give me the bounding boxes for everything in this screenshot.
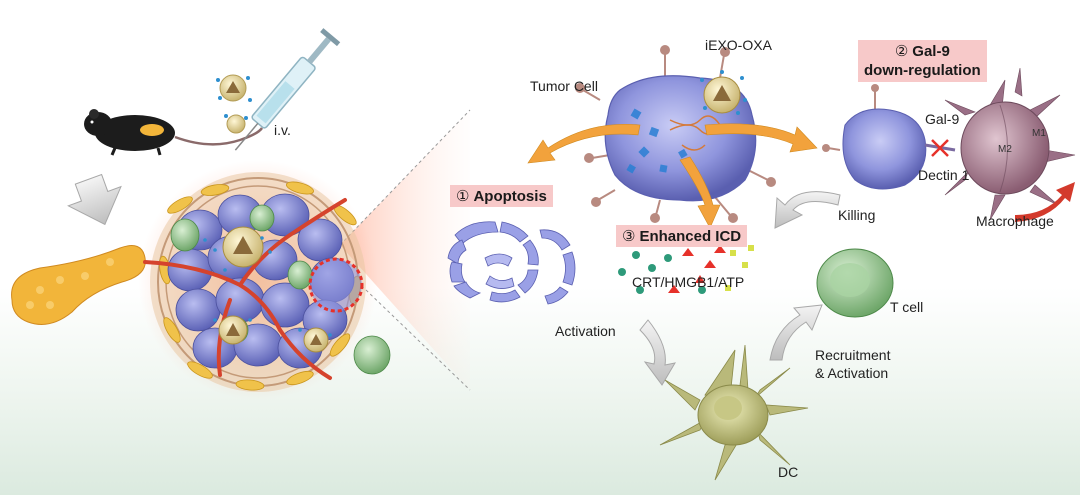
step3-text: Enhanced ICD <box>639 228 742 245</box>
arrow-recruitment <box>769 304 823 361</box>
label-iv: i.v. <box>274 122 291 138</box>
step3-number: ③ <box>622 228 636 245</box>
tumor-nanoparticles <box>218 226 329 353</box>
syringe <box>234 28 341 151</box>
label-dc: DC <box>778 464 799 480</box>
zoom-beam <box>340 110 470 390</box>
damp-molecules <box>618 245 754 294</box>
arrow-killing <box>774 191 841 229</box>
label-m1: M1 <box>1032 128 1046 139</box>
focus-circle <box>308 257 364 313</box>
arrow-activation <box>639 319 677 386</box>
label-macrophage: Macrophage <box>976 213 1054 229</box>
step2-line1: Gal-9 <box>912 43 950 60</box>
gal9-dectin-interaction <box>924 139 956 157</box>
macrophage <box>944 67 1076 222</box>
dc-cell <box>659 344 809 481</box>
iexo-oxa-particle <box>700 70 747 115</box>
label-crt: CRT/HMGB1/ATP <box>632 274 745 290</box>
label-recruitment-line2: & Activation <box>815 365 889 381</box>
label-killing: Killing <box>838 207 876 223</box>
label-recruitment-line1: Recruitment <box>815 347 891 363</box>
step1-text: Apoptosis <box>473 188 547 205</box>
label-m2: M2 <box>998 144 1012 155</box>
arrow-to-apoptosis <box>527 124 641 164</box>
arrow-mouse-to-pancreas <box>67 173 122 226</box>
step2-number: ② <box>894 43 909 60</box>
injected-nanoparticles <box>216 74 252 134</box>
label-dectin1: Dectin 1 <box>918 167 970 183</box>
label-iexo-oxa: iEXO-OXA <box>705 37 772 53</box>
block-x-2 <box>931 139 949 157</box>
pancreas <box>11 245 146 325</box>
label-gal9: Gal-9 <box>925 111 960 127</box>
label-tumor-cell: Tumor Cell <box>530 78 598 94</box>
macrophage-arrow <box>1015 182 1075 222</box>
arrow-to-gal9 <box>704 123 818 153</box>
label-activation: Activation <box>555 323 616 339</box>
label-recruitment: Recruitment & Activation <box>815 346 890 382</box>
t-cell <box>816 248 894 318</box>
tumor-mass <box>138 160 391 400</box>
step1-number: ① <box>456 188 470 205</box>
arrow-to-icd <box>679 156 721 229</box>
label-t-cell: T cell <box>890 299 924 315</box>
target-tumor-cell <box>822 84 927 190</box>
apoptotic-cell <box>447 221 576 305</box>
step2-line2: down-regulation <box>864 62 981 79</box>
mouse <box>84 109 264 156</box>
tumor-cell <box>575 45 776 223</box>
